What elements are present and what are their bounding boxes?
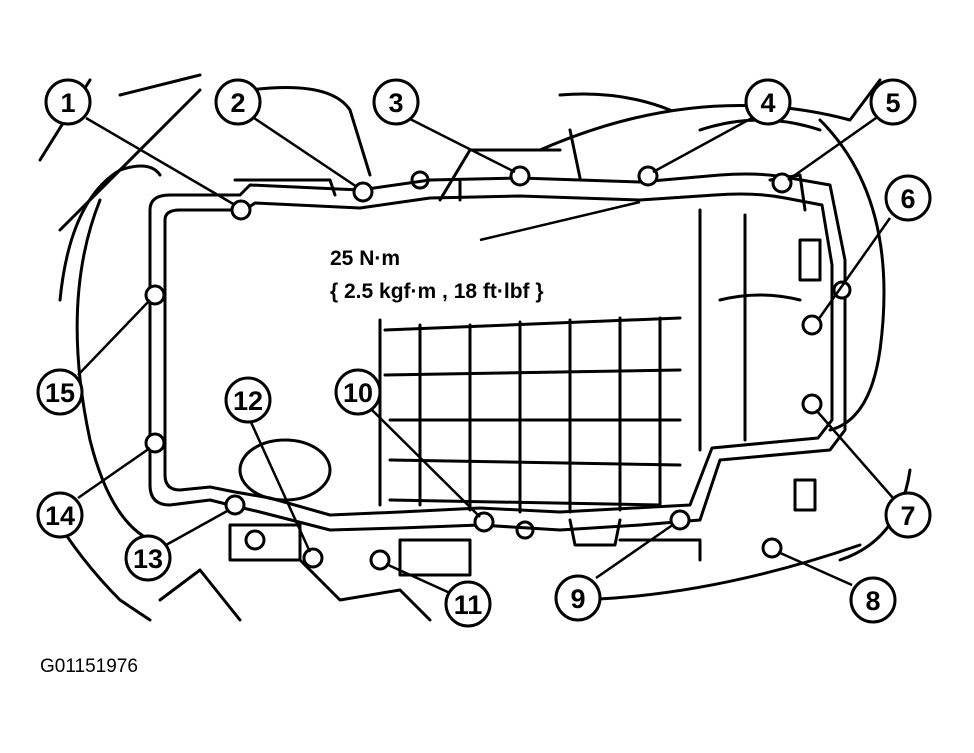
callout-label-14: 14 bbox=[45, 501, 75, 531]
bolt-6b bbox=[801, 314, 823, 336]
bolt-9 bbox=[669, 509, 691, 531]
bolt-15 bbox=[144, 284, 166, 306]
callout-circle-5 bbox=[869, 78, 917, 126]
torque-value-alt-units: { 2.5 kgf·m , 18 ft·lbf } bbox=[330, 280, 544, 303]
torque-label-background bbox=[325, 243, 610, 307]
bolt-12 bbox=[302, 547, 324, 569]
callout-label-9: 9 bbox=[570, 584, 585, 614]
callout-label-12: 12 bbox=[233, 386, 263, 416]
callout-circle-14 bbox=[36, 491, 84, 539]
bolt-6 bbox=[832, 280, 852, 300]
callout-circle-9 bbox=[554, 574, 602, 622]
bolt-heads bbox=[144, 165, 852, 571]
callout-circle-7 bbox=[884, 491, 932, 539]
callout-circle-12 bbox=[224, 376, 272, 424]
bolt-8 bbox=[761, 537, 783, 559]
engine-linework bbox=[38, 73, 912, 622]
callout-label-13: 13 bbox=[133, 544, 163, 574]
callout-circle-4 bbox=[744, 78, 792, 126]
callout-circles bbox=[36, 78, 932, 628]
callout-circle-11 bbox=[444, 580, 492, 628]
bolt-4 bbox=[637, 165, 659, 187]
callout-label-15: 15 bbox=[45, 378, 75, 408]
callout-label-7: 7 bbox=[900, 501, 915, 531]
bolt-14 bbox=[144, 432, 166, 454]
callout-label-1: 1 bbox=[60, 88, 75, 118]
bolt-1 bbox=[230, 199, 252, 221]
callout-circle-13 bbox=[124, 534, 172, 582]
callout-circle-6 bbox=[884, 174, 932, 222]
callout-circle-3 bbox=[372, 78, 420, 126]
callout-label-2: 2 bbox=[230, 88, 245, 118]
callout-label-11: 11 bbox=[454, 590, 483, 620]
callout-circle-2 bbox=[214, 78, 262, 126]
callout-label-6: 6 bbox=[900, 184, 915, 214]
callout-label-5: 5 bbox=[885, 88, 900, 118]
callout-label-4: 4 bbox=[760, 88, 775, 118]
bolt-7 bbox=[801, 393, 823, 415]
bolt-11 bbox=[369, 549, 391, 571]
callout-circle-10 bbox=[334, 368, 382, 416]
callout-label-3: 3 bbox=[388, 88, 403, 118]
bolt-13 bbox=[224, 494, 246, 516]
bolt-2 bbox=[352, 181, 374, 203]
callout-circle-8 bbox=[849, 576, 897, 624]
callout-circle-1 bbox=[44, 78, 92, 126]
bolt-3 bbox=[509, 165, 531, 187]
figure-code: G01151976 bbox=[40, 656, 138, 677]
leader-lines bbox=[77, 116, 894, 595]
bolt-5 bbox=[771, 172, 793, 194]
callout-label-8: 8 bbox=[865, 586, 880, 616]
callout-circle-15 bbox=[36, 368, 84, 416]
torque-value-metric: 25 N·m bbox=[330, 247, 400, 270]
callout-label-10: 10 bbox=[343, 378, 373, 408]
callout-numbers: 1 2 3 4 5 6 7 8 9 10 11 12 13 14 15 bbox=[45, 88, 916, 620]
